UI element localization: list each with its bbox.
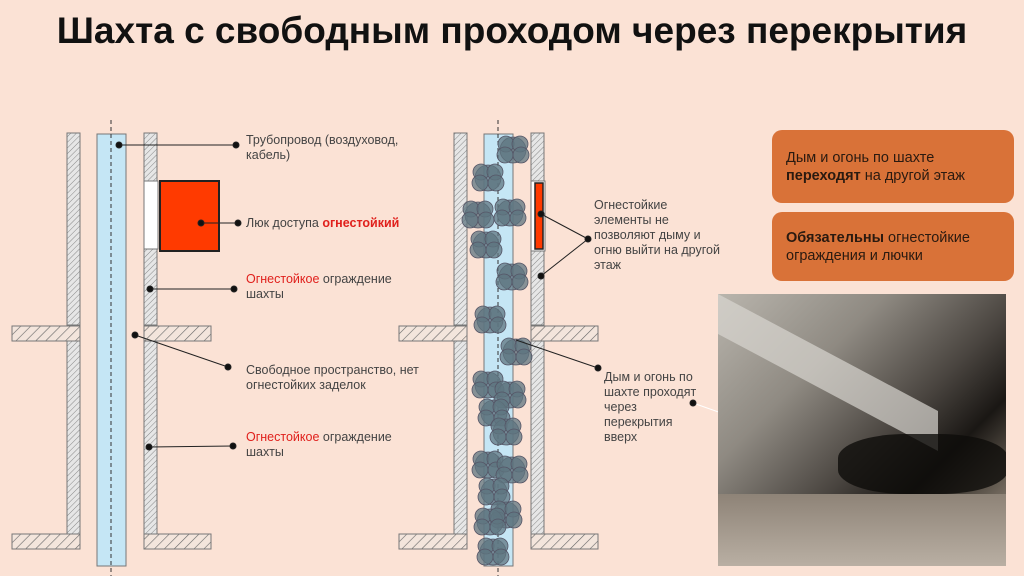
smoke-puff [473, 316, 491, 334]
smoke-puff [493, 209, 511, 227]
wall-label-accent: Огнестойкое [246, 272, 320, 286]
smoke-puff [471, 381, 489, 399]
smoke-puff [496, 146, 514, 164]
free-space-label: Свободное пространство, нет огнестойких … [246, 363, 419, 392]
smoke-puff [509, 391, 527, 409]
fire-elements-label: Огнестойкие элементы не позволяют дыму и… [594, 198, 720, 272]
smoke-puff [505, 428, 523, 446]
smoke-puff [489, 518, 507, 536]
shaft-photo [718, 294, 1006, 566]
info-text: Дым и огонь по шахте [786, 149, 935, 166]
smoke-puff [509, 209, 527, 227]
info-bold: переходят [786, 167, 861, 184]
left-wall-upper [66, 132, 81, 326]
floor-slab [143, 533, 212, 550]
smoke-puff [505, 511, 523, 529]
smoke-puff [485, 241, 503, 259]
slide-title: Шахта с свободным проходом через перекры… [56, 10, 968, 51]
wall-label-text: ограждение шахты [246, 272, 392, 301]
smoke-puff [476, 548, 494, 566]
smoke-puff [515, 348, 533, 366]
smoke-puff [489, 428, 507, 446]
smoke-puff [499, 348, 517, 366]
floor-slab [11, 325, 81, 342]
left-shaft [11, 120, 242, 576]
access-hatch [159, 180, 220, 252]
info-text: огнестойкие ограждения и лючки [786, 229, 970, 264]
smoke-puff [489, 316, 507, 334]
smoke-puff [495, 273, 513, 291]
wall-label-1: Огнестойкое ограждение шахты [246, 272, 426, 302]
smoke-puff [469, 241, 487, 259]
smoke-puff [473, 518, 491, 536]
smoke-puff [512, 146, 530, 164]
smoke-puff [477, 488, 495, 506]
hatch-label-text: Люк доступа [246, 216, 323, 230]
smoke-puff [492, 548, 510, 566]
info-box-required: Обязательны огнестойкие ограждения и люч… [772, 212, 1014, 281]
hatch-label: Люк доступа огнестойкий [246, 216, 399, 231]
info-box-spread: Дым и огонь по шахте переходят на другой… [772, 130, 1014, 203]
floor-slab [143, 325, 212, 342]
smoke-puff [511, 466, 529, 484]
smoke-puff [477, 211, 495, 229]
smoke-puff [461, 211, 479, 229]
wall-label-text: ограждение шахты [246, 430, 392, 459]
wall-label-accent: Огнестойкое [246, 430, 320, 444]
info-bold: Обязательны [786, 229, 885, 246]
right-wall-lower [143, 340, 158, 535]
smoke-puff [487, 174, 505, 192]
smoke-puff [471, 461, 489, 479]
wall-label-2: Огнестойкое ограждение шахты [246, 430, 426, 460]
right-shaft [398, 120, 861, 576]
left-wall-lower [66, 340, 81, 535]
info-text: на другой этаж [860, 167, 965, 184]
smoke-label: Дым и огонь по шахте проходят через пере… [604, 370, 697, 444]
smoke-puff [511, 273, 529, 291]
smoke-puffs [461, 135, 533, 566]
hatch-label-accent: огнестойкий [322, 216, 400, 230]
smoke-puff [471, 174, 489, 192]
floor-slab [11, 533, 81, 550]
pipe-label: Трубопровод (воздуховод, кабель) [246, 133, 399, 162]
